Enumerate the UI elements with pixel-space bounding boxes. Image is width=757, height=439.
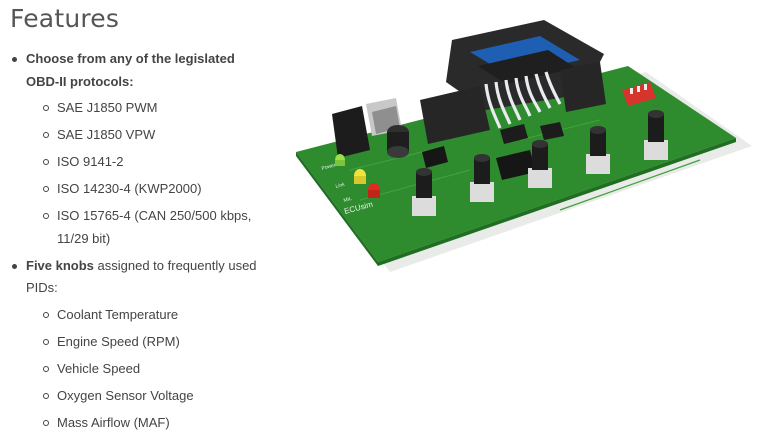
circle-bullet-icon <box>43 365 49 372</box>
circle-bullet-icon <box>43 392 49 399</box>
pid-item: Engine Speed (RPM) <box>26 331 258 354</box>
pid-item: Vehicle Speed <box>26 358 258 381</box>
circle-bullet-icon <box>43 159 49 166</box>
circle-bullet-icon <box>43 311 49 318</box>
pid-item: Oxygen Sensor Voltage <box>26 385 258 408</box>
protocol-label: SAE J1850 VPW <box>57 127 156 143</box>
circle-bullet-icon <box>43 132 49 139</box>
circle-bullet-icon <box>43 186 49 193</box>
pid-label: Oxygen Sensor Voltage <box>57 387 194 403</box>
knob-icon <box>470 154 494 202</box>
protocol-item: ISO 15765-4 (CAN 250/500 kbps, 11/29 bit… <box>26 205 258 250</box>
feature-protocols-lead: Choose from any of the legislated OBD-II… <box>26 51 235 89</box>
led-label-mil: MIL <box>343 196 353 204</box>
page-title: Features <box>10 4 120 33</box>
pid-label: Engine Speed (RPM) <box>57 333 180 349</box>
protocol-label: ISO 14230-4 (KWP2000) <box>57 181 202 197</box>
ecusim-board-image: ECUsim Power Link MIL <box>296 20 752 272</box>
protocol-item: ISO 14230-4 (KWP2000) <box>26 178 258 201</box>
pid-label: Vehicle Speed <box>57 360 141 376</box>
protocol-item: ISO 9141-2 <box>26 151 258 174</box>
pid-label: Mass Airflow (MAF) <box>57 414 170 430</box>
feature-knobs-rest: assigned to frequently used PIDs: <box>26 257 257 296</box>
knob-icon <box>412 168 436 216</box>
protocol-item: SAE J1850 PWM <box>26 97 258 120</box>
protocol-label: SAE J1850 PWM <box>57 100 158 116</box>
feature-knobs-lead: Five knobs <box>26 257 94 273</box>
pid-list: Coolant Temperature Engine Speed (RPM) V… <box>26 304 258 435</box>
pid-item: Mass Airflow (MAF) <box>26 412 258 435</box>
bullet-icon <box>12 57 17 62</box>
led-label-link: Link <box>335 182 346 190</box>
knob-icon <box>644 110 668 160</box>
bullet-icon <box>12 263 17 269</box>
led-label-power: Power <box>321 162 337 172</box>
feature-list: Choose from any of the legislated OBD-II… <box>10 48 258 439</box>
knob-icon <box>586 126 610 174</box>
knob-icon <box>528 140 552 188</box>
protocol-label: ISO 9141-2 <box>57 154 124 170</box>
pid-label: Coolant Temperature <box>57 306 179 322</box>
protocol-label: ISO 15765-4 (CAN 250/500 kbps, 11/29 bit… <box>57 208 252 246</box>
circle-bullet-icon <box>43 105 49 112</box>
pid-item: Coolant Temperature <box>26 304 258 327</box>
protocol-item: SAE J1850 VPW <box>26 124 258 147</box>
circle-bullet-icon <box>43 338 49 345</box>
protocol-list: SAE J1850 PWM SAE J1850 VPW ISO 9141-2 I… <box>26 97 258 250</box>
feature-item-protocols: Choose from any of the legislated OBD-II… <box>10 48 258 250</box>
feature-item-knobs: Five knobs assigned to frequently used P… <box>10 255 258 435</box>
circle-bullet-icon <box>43 213 49 220</box>
circle-bullet-icon <box>43 419 49 426</box>
